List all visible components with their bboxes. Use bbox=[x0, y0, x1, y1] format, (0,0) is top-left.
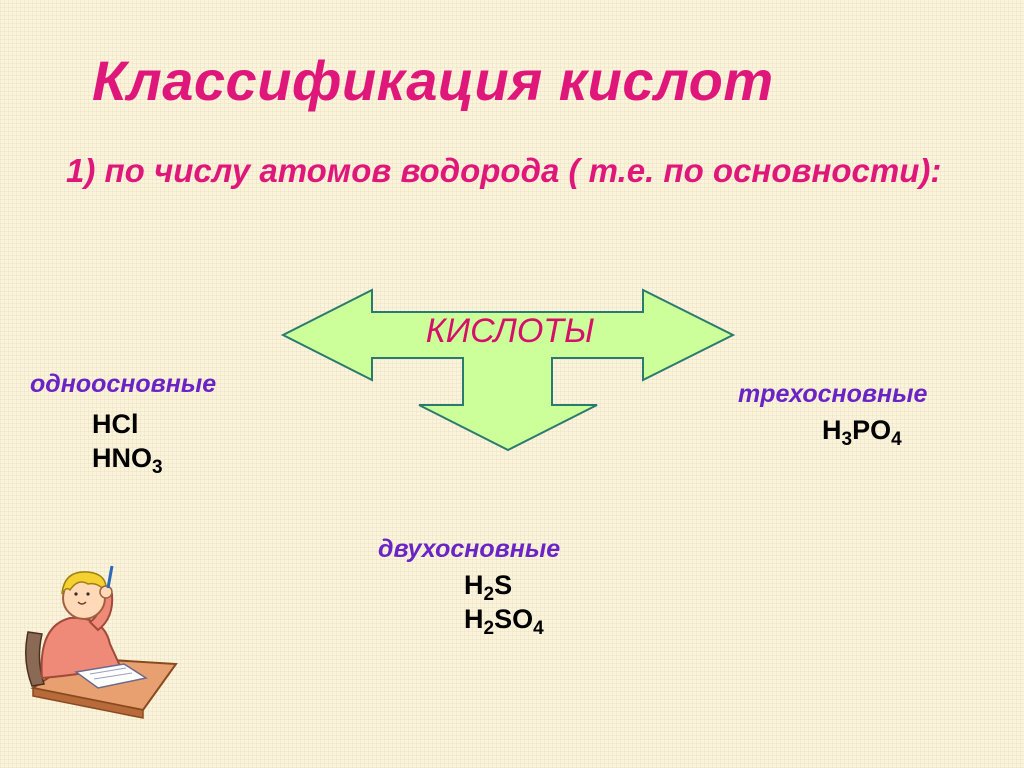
thinking-student-icon bbox=[25, 565, 178, 719]
chemical-formula: H2S bbox=[464, 570, 513, 605]
dibasic-label: двухосновные bbox=[378, 535, 561, 563]
chemical-formula: HCl bbox=[92, 409, 139, 439]
chemical-formula: HNO3 bbox=[92, 443, 163, 478]
monobasic-label: одноосновные bbox=[30, 370, 217, 398]
three-way-arrow bbox=[280, 288, 736, 452]
chemical-formula: H3PO4 bbox=[822, 415, 902, 450]
slide-title: Классификация кислот bbox=[92, 49, 774, 112]
chemical-formula: H2SO4 bbox=[464, 604, 544, 639]
tribasic-group: трехосновные H3PO4 bbox=[738, 380, 928, 450]
tribasic-label: трехосновные bbox=[738, 380, 928, 408]
acids-center-label: КИСЛОТЫ bbox=[425, 312, 595, 350]
slide-subtitle: 1) по числу атомов водорода ( т.е. по ос… bbox=[66, 152, 942, 189]
tribasic-formulas: H3PO4 bbox=[822, 413, 927, 450]
